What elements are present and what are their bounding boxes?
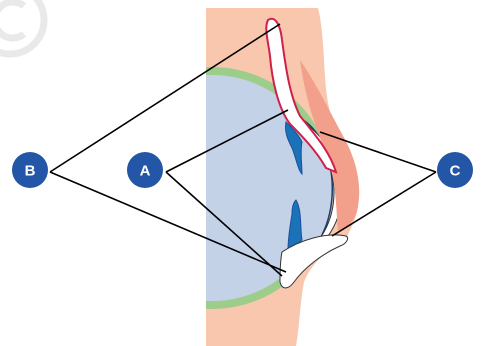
label-badge-b: B [12, 152, 48, 188]
label-a-text: A [140, 163, 151, 180]
label-b-text: B [25, 163, 36, 180]
label-badge-a: A [127, 152, 163, 188]
copyright-watermark [0, 0, 44, 54]
label-badge-c: C [437, 152, 473, 188]
label-c-text: C [450, 163, 461, 180]
